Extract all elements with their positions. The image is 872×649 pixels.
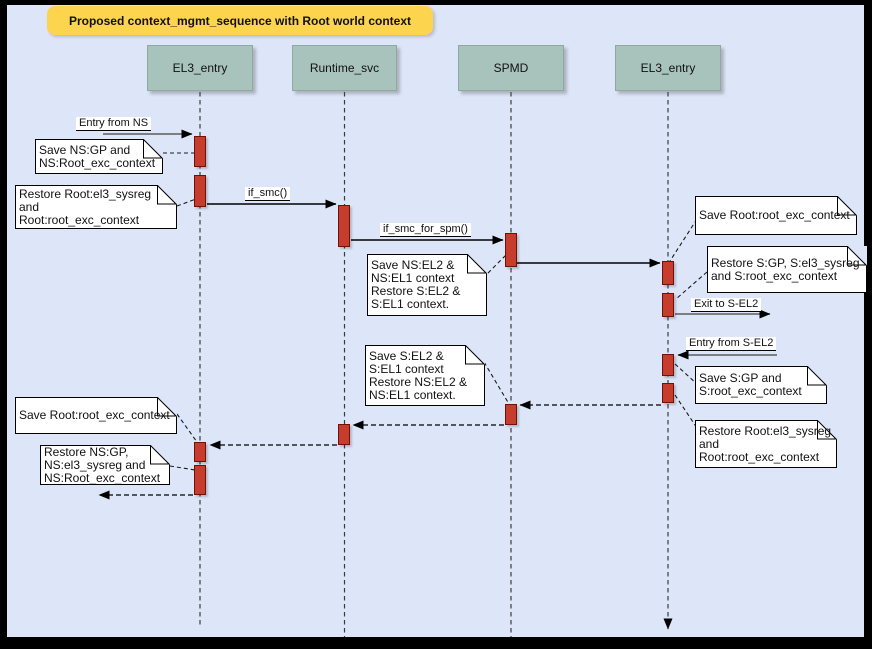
- note-fold-icon: [807, 366, 827, 386]
- participant-el3-entry-2: EL3_entry: [615, 45, 721, 91]
- note-text: Restore S:GP, S:el3_sysreg and S:root_ex…: [711, 255, 860, 283]
- note-restore-root-el3-sysreg-1: Restore Root:el3_sysreg and Root:root_ex…: [15, 185, 177, 229]
- participant-el3-entry-1: EL3_entry: [147, 45, 253, 91]
- note-fold-icon: [837, 196, 857, 216]
- message-label-if-smc: if_smc(): [245, 187, 291, 201]
- note-save-root-exc-right: Save Root:root_exc_context: [695, 196, 857, 235]
- note-fold-icon: [143, 139, 163, 159]
- note-fold-icon: [157, 185, 177, 205]
- note-save-s-gp: Save S:GP and S:root_exc_context: [695, 366, 827, 404]
- note-save-root-exc-left: Save Root:root_exc_context: [15, 397, 177, 434]
- participant-label: Runtime_svc: [309, 61, 380, 75]
- note-text: Restore Root:el3_sysreg and Root:root_ex…: [699, 423, 832, 464]
- note-fold-icon: [150, 445, 170, 465]
- note-text: Save Root:root_exc_context: [19, 408, 170, 422]
- note-fold-icon: [847, 246, 867, 266]
- message-label-if-smc-for-spm: if_smc_for_spm(): [380, 223, 471, 237]
- note-text: Restore Root:el3_sysreg and Root:root_ex…: [19, 186, 152, 227]
- activation-bar-el3-1a: [194, 136, 206, 167]
- activation-bar-runtime-b: [338, 424, 350, 445]
- note-save-ns-gp: Save NS:GP and NS:Root_exc_context: [35, 139, 163, 174]
- note-fold-icon: [465, 345, 485, 365]
- participant-label: EL3_entry: [172, 61, 228, 75]
- note-text: Save NS:GP and NS:Root_exc_context: [39, 142, 156, 170]
- note-restore-ns-gp: Restore NS:GP, NS:el3_sysreg and NS:Root…: [40, 445, 170, 485]
- note-text: Save S:GP and S:root_exc_context: [699, 371, 802, 398]
- note-save-s-el2: Save S:EL2 & S:EL1 context Restore NS:EL…: [365, 345, 485, 406]
- message-label-exit-to-s-el2: Exit to S-EL2: [691, 298, 762, 312]
- message-label-entry-from-s-el2: Entry from S-EL2: [686, 337, 777, 351]
- activation-bar-el3-2c: [662, 354, 674, 376]
- note-restore-root-el3-sysreg-2: Restore Root:el3_sysreg and Root:root_ex…: [695, 420, 837, 468]
- activation-bar-runtime-a: [338, 205, 350, 247]
- diagram-title: Proposed context_mgmt_sequence with Root…: [47, 6, 433, 35]
- note-text: Save Root:root_exc_context: [699, 208, 850, 222]
- activation-bar-el3-1c: [194, 442, 206, 462]
- message-label-entry-from-ns: Entry from NS: [76, 117, 152, 131]
- participant-runtime-svc: Runtime_svc: [292, 45, 397, 91]
- note-text: Restore NS:GP, NS:el3_sysreg and NS:Root…: [44, 444, 161, 485]
- diagram-canvas: [7, 5, 864, 637]
- activation-bar-el3-1b: [194, 175, 206, 207]
- activation-bar-spmd-b: [505, 404, 517, 425]
- note-fold-icon: [467, 254, 487, 274]
- note-text: Save S:EL2 & S:EL1 context Restore NS:EL…: [369, 348, 468, 402]
- note-text: Save NS:EL2 & NS:EL1 context Restore S:E…: [371, 258, 461, 311]
- activation-bar-el3-2a: [662, 261, 674, 285]
- participant-label: EL3_entry: [640, 61, 696, 75]
- activation-bar-el3-2b: [662, 293, 674, 317]
- participant-spmd: SPMD: [458, 45, 564, 91]
- participant-label: SPMD: [493, 61, 529, 75]
- activation-bar-el3-2d: [662, 383, 674, 403]
- note-restore-s-gp: Restore S:GP, S:el3_sysreg and S:root_ex…: [707, 246, 867, 293]
- activation-bar-el3-1d: [194, 465, 206, 495]
- note-save-ns-el2: Save NS:EL2 & NS:EL1 context Restore S:E…: [367, 254, 487, 316]
- activation-bar-spmd-a: [505, 233, 517, 267]
- note-fold-icon: [817, 420, 837, 440]
- note-fold-icon: [157, 397, 177, 417]
